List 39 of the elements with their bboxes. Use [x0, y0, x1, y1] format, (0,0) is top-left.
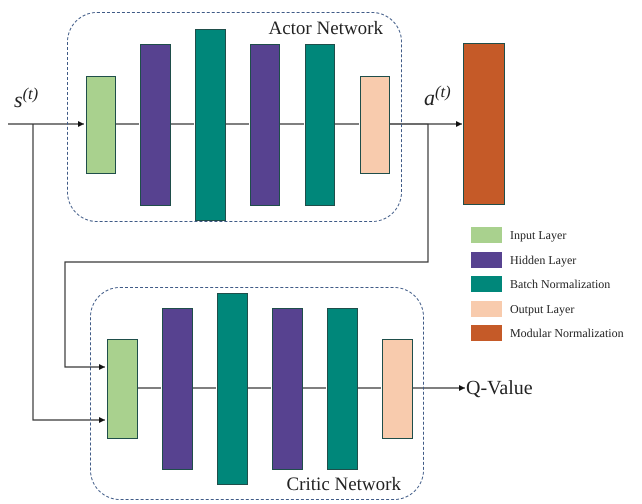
legend-text: Batch Normalization	[510, 276, 610, 293]
connector-line	[334, 123, 359, 125]
layer-bar	[327, 308, 358, 470]
layer-bar	[382, 339, 413, 439]
network-group	[90, 287, 424, 500]
connector-line	[115, 123, 139, 125]
arrow	[8, 121, 84, 127]
edge-label: a$^{(t)}$	[424, 86, 451, 110]
layer-bar	[217, 293, 248, 485]
connector-line	[302, 387, 326, 389]
layer-bar	[86, 76, 116, 174]
layer-bar	[360, 76, 390, 174]
layer-bar	[463, 43, 505, 205]
connector-line	[137, 387, 161, 389]
output-label: Q-Value	[466, 374, 546, 402]
layer-bar	[107, 339, 138, 439]
edge-label: s$^{(t)}$	[14, 88, 38, 112]
network-group	[67, 12, 402, 222]
legend-text: Input Layer	[510, 227, 566, 244]
connector-line	[357, 387, 381, 389]
group-title: Actor Network	[268, 17, 383, 41]
connector-line	[225, 123, 249, 125]
arrow	[412, 385, 465, 391]
layer-bar	[162, 308, 193, 470]
group-title: Critic Network	[286, 472, 401, 496]
connector-line	[170, 123, 194, 125]
layer-bar	[250, 44, 280, 206]
legend-text: Hidden Layer	[510, 252, 576, 268]
layer-bar	[195, 29, 226, 221]
legend-text: Output Layer	[510, 300, 574, 318]
layer-bar	[272, 308, 303, 470]
layer-bar	[305, 44, 335, 206]
legend-text: Modular Normalization	[510, 325, 624, 342]
layer-bar	[140, 44, 171, 206]
arrow	[64, 123, 429, 370]
arrow	[32, 124, 105, 423]
connector-line	[247, 387, 271, 389]
connector-line	[192, 387, 216, 389]
connector-line	[279, 123, 304, 125]
